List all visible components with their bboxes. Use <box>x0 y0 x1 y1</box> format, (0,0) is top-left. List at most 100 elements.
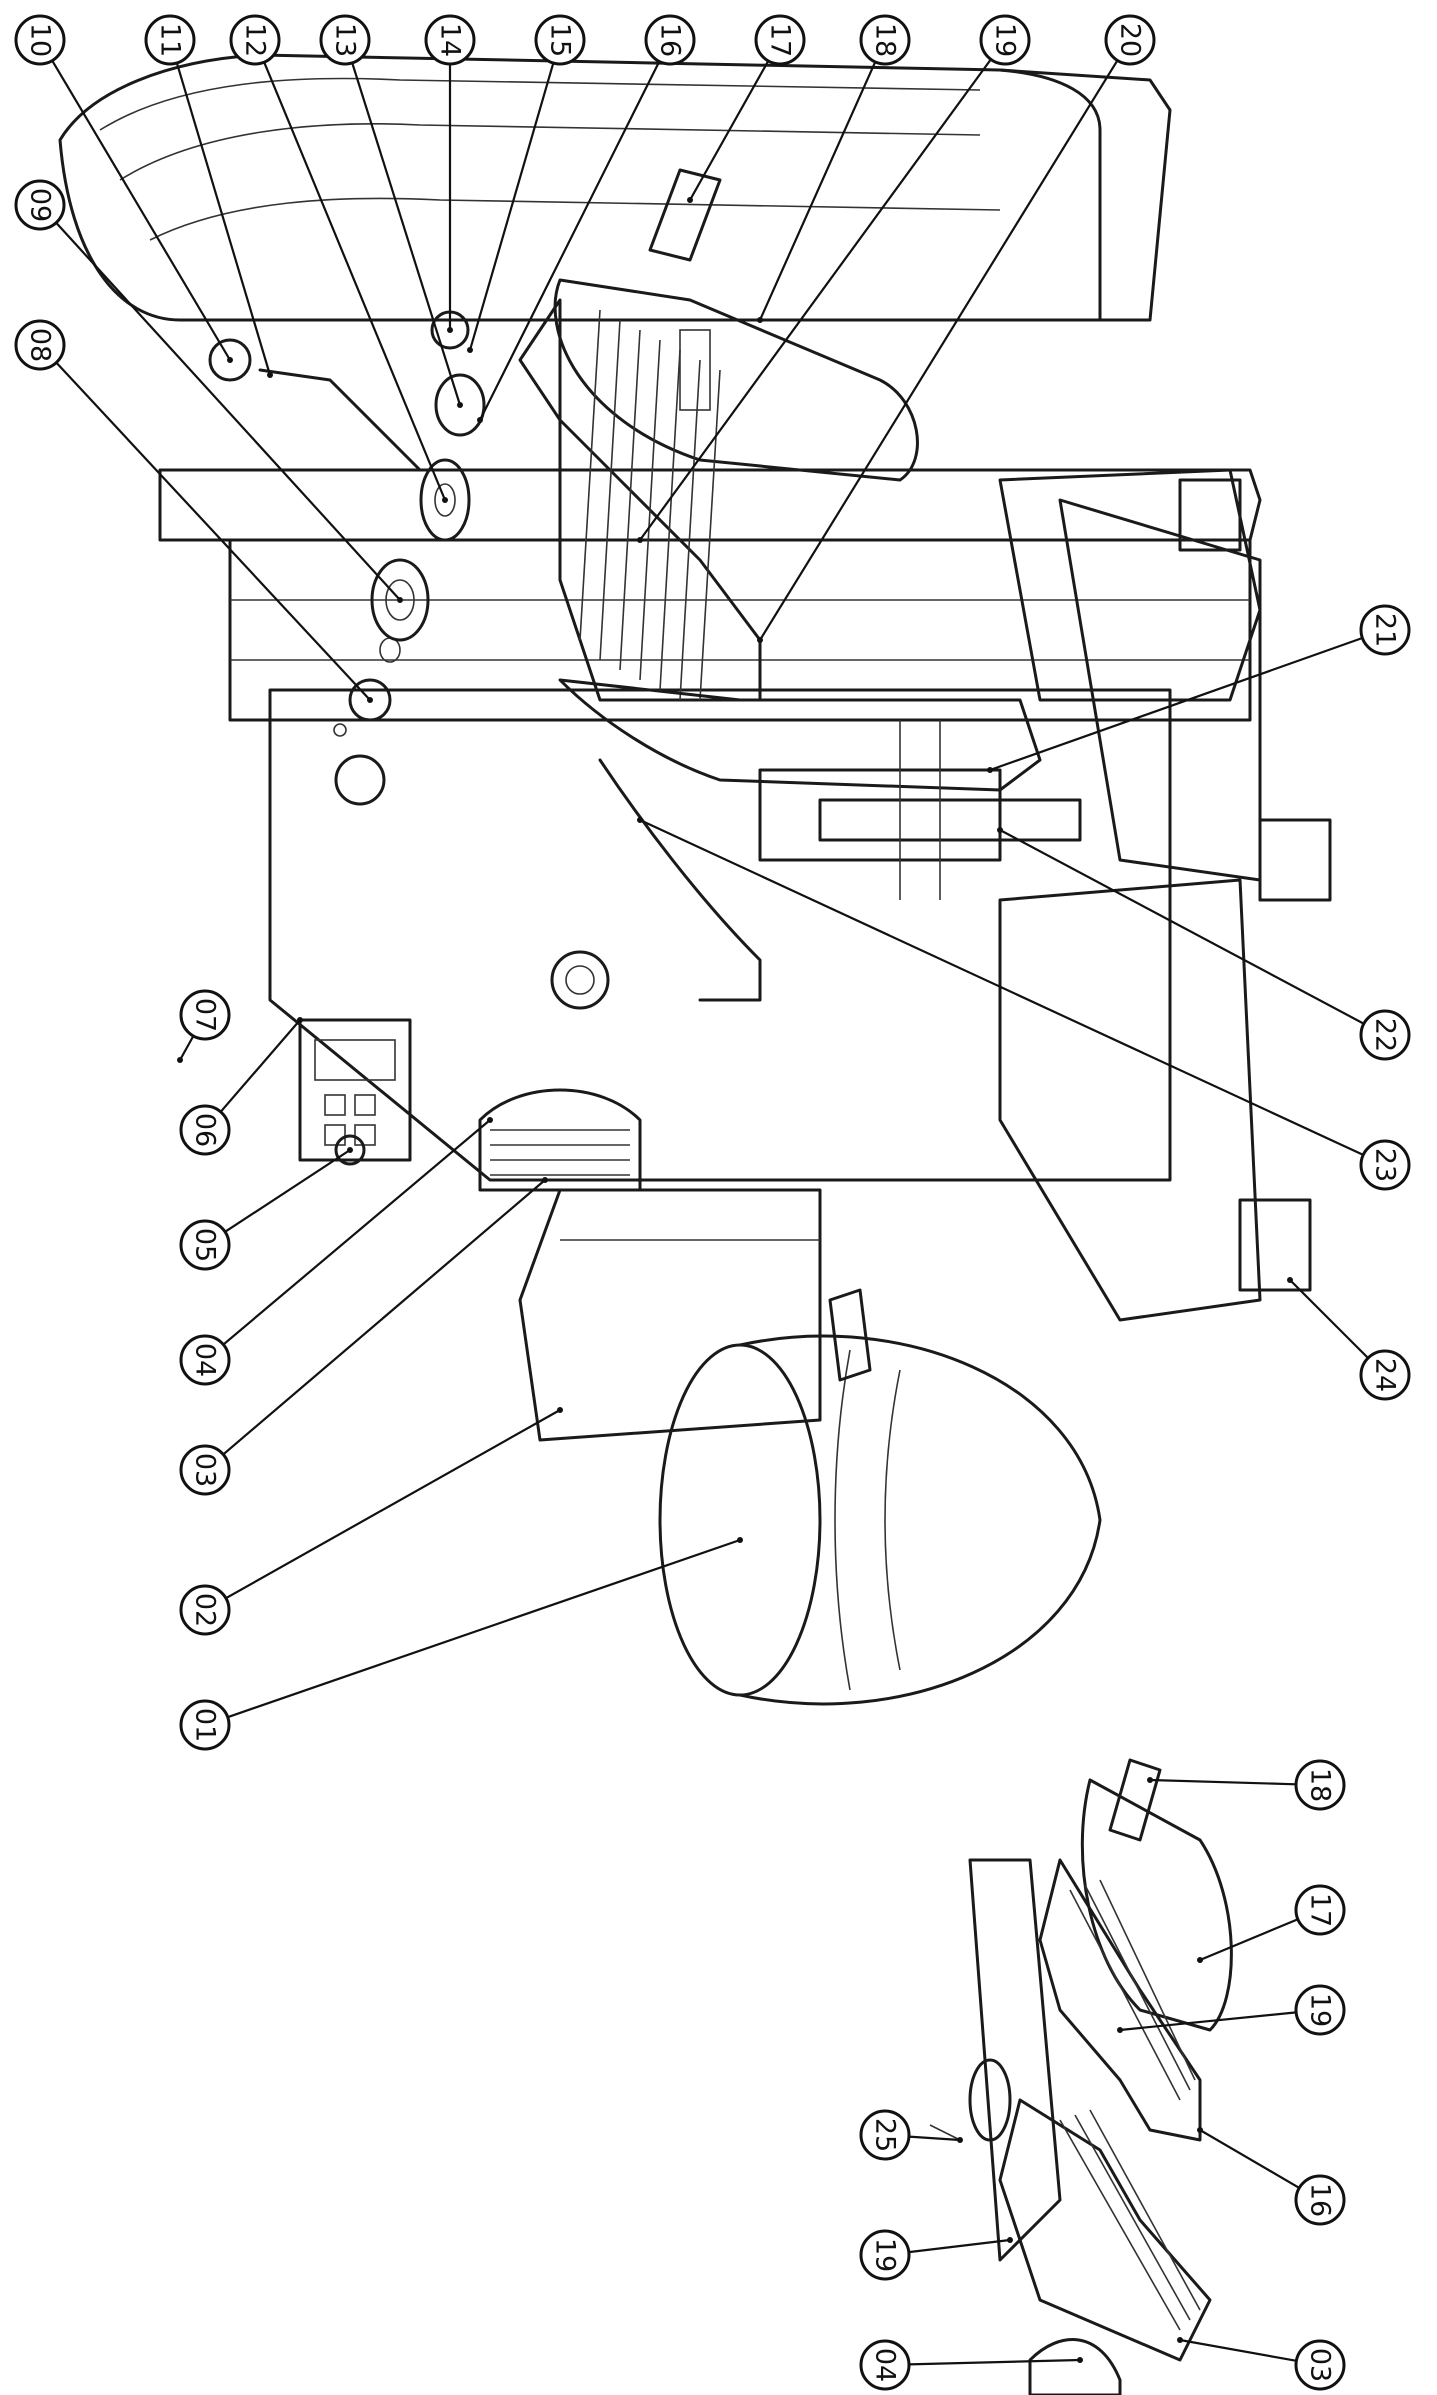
main-leader-dot-23 <box>637 817 643 823</box>
main-callout-label-16: 16 <box>655 23 686 57</box>
main-leader-dot-13 <box>457 402 463 408</box>
detail-leader-dot-16 <box>1197 2127 1203 2133</box>
main-callout-label-19: 19 <box>990 23 1021 57</box>
main-callout-label-01: 01 <box>190 1708 221 1742</box>
main-leader-dot-10 <box>227 357 233 363</box>
main-callout-label-24: 24 <box>1370 1358 1401 1392</box>
detail-callout-bubble-19 <box>859 2229 911 2281</box>
main-leader-dot-04 <box>487 1117 493 1123</box>
main-callout-12: 12 <box>229 14 448 503</box>
main-callout-04: 04 <box>179 1117 493 1386</box>
main-leader-dot-08 <box>367 697 373 703</box>
main-callout-label-23: 23 <box>1370 1148 1401 1182</box>
detail-callout-16: 16 <box>1197 2127 1346 2226</box>
main-leader-dot-22 <box>997 827 1003 833</box>
main-leader-line-13 <box>351 62 462 406</box>
shaft-parts <box>208 310 486 722</box>
main-callout-bubble-15 <box>534 14 586 66</box>
main-callout-01: 01 <box>179 1537 743 1751</box>
detail-callout-bubble-03 <box>1294 2339 1346 2391</box>
main-callout-label-17: 17 <box>765 23 796 57</box>
detail-leader-line-25 <box>908 2135 961 2142</box>
detail-callout-label-16: 16 <box>1305 2183 1336 2217</box>
detail-leader-line-04 <box>908 2358 1081 2366</box>
main-callout-bubble-01 <box>179 1699 231 1751</box>
main-callout-label-02: 02 <box>190 1593 221 1627</box>
main-callout-10: 10 <box>14 14 233 363</box>
main-callout-bubble-16 <box>644 14 696 66</box>
detail-callout-17: 17 <box>1197 1884 1346 1963</box>
main-leader-line-12 <box>263 61 447 501</box>
detail-callout-label-04: 04 <box>870 2348 901 2382</box>
main-callout-label-03: 03 <box>190 1453 221 1487</box>
main-callout-06: 06 <box>179 1017 303 1156</box>
main-callout-bubble-22 <box>1359 1009 1411 1061</box>
control-knob <box>334 1134 366 1166</box>
detail-callout-label-19: 19 <box>1305 1993 1336 2027</box>
detail-callout-label-19: 19 <box>870 2238 901 2272</box>
detail-callout-label-18: 18 <box>1305 1768 1336 1802</box>
main-leader-line-24 <box>1289 1279 1369 1359</box>
main-leader-line-10 <box>51 60 231 361</box>
main-callout-bubble-13 <box>319 14 371 66</box>
main-callout-21: 21 <box>987 604 1411 773</box>
detail-callout-bubble-04 <box>859 2339 911 2391</box>
main-leader-line-19 <box>639 58 992 541</box>
main-callout-02: 02 <box>179 1407 563 1636</box>
main-callout-14: 14 <box>424 14 476 333</box>
main-leader-line-03 <box>222 1179 546 1456</box>
detail-callout-bubble-25 <box>859 2109 911 2161</box>
main-leader-dot-24 <box>1287 1277 1293 1283</box>
main-callout-bubble-12 <box>229 14 281 66</box>
main-leader-line-15 <box>468 62 555 351</box>
detail-leader-dot-03 <box>1177 2337 1183 2343</box>
detail-callout-label-03: 03 <box>1305 2348 1336 2382</box>
main-callout-13: 13 <box>319 14 463 408</box>
main-leader-dot-16 <box>477 417 483 423</box>
base-frame <box>899 468 1332 1322</box>
main-leader-dot-05 <box>347 1147 353 1153</box>
main-callout-bubble-14 <box>424 14 476 66</box>
main-callout-bubble-09 <box>14 179 66 231</box>
main-callout-label-13: 13 <box>330 23 361 57</box>
main-callout-bubble-21 <box>1359 604 1411 656</box>
main-leader-line-16 <box>479 60 661 421</box>
main-leader-line-17 <box>689 60 770 201</box>
main-callout-20: 20 <box>757 14 1156 643</box>
main-callout-bubble-06 <box>179 1104 231 1156</box>
detail-leader-line-19 <box>1119 2011 1297 2032</box>
detail-callout-19: 19 <box>859 2229 1013 2281</box>
detail-leader-line-16 <box>1199 2129 1300 2189</box>
detail-callout-bubble-16 <box>1294 2174 1346 2226</box>
main-callout-bubble-24 <box>1359 1349 1411 1401</box>
main-callout-23: 23 <box>637 817 1411 1191</box>
main-callout-label-21: 21 <box>1370 613 1401 647</box>
main-leader-line-09 <box>55 221 401 601</box>
main-leader-line-20 <box>759 59 1119 641</box>
head-housing <box>58 53 1172 322</box>
main-callout-label-05: 05 <box>190 1228 221 1262</box>
main-callout-bubble-02 <box>179 1584 231 1636</box>
main-callout-label-15: 15 <box>545 23 576 57</box>
main-leader-dot-06 <box>297 1017 303 1023</box>
main-leader-dot-14 <box>447 327 453 333</box>
main-callout-label-18: 18 <box>870 23 901 57</box>
main-callout-bubble-18 <box>859 14 911 66</box>
main-leader-line-04 <box>222 1119 491 1346</box>
detail-callout-19: 19 <box>1117 1984 1346 2036</box>
main-leader-dot-19 <box>637 537 643 543</box>
main-callout-15: 15 <box>467 14 586 353</box>
detail-view-drawing <box>929 1758 1233 2395</box>
main-callout-label-08: 08 <box>25 328 56 362</box>
detail-leader-dot-25 <box>957 2137 963 2143</box>
main-callout-bubble-17 <box>754 14 806 66</box>
main-callout-label-14: 14 <box>435 23 466 57</box>
detail-leader-dot-19 <box>1007 2237 1013 2243</box>
main-callout-bubble-23 <box>1359 1139 1411 1191</box>
detail-leader-line-19 <box>908 2238 1011 2254</box>
mixing-bowl <box>658 1288 1102 1706</box>
main-callout-label-09: 09 <box>25 188 56 222</box>
main-leader-dot-03 <box>542 1177 548 1183</box>
main-callout-bubble-10 <box>14 14 66 66</box>
